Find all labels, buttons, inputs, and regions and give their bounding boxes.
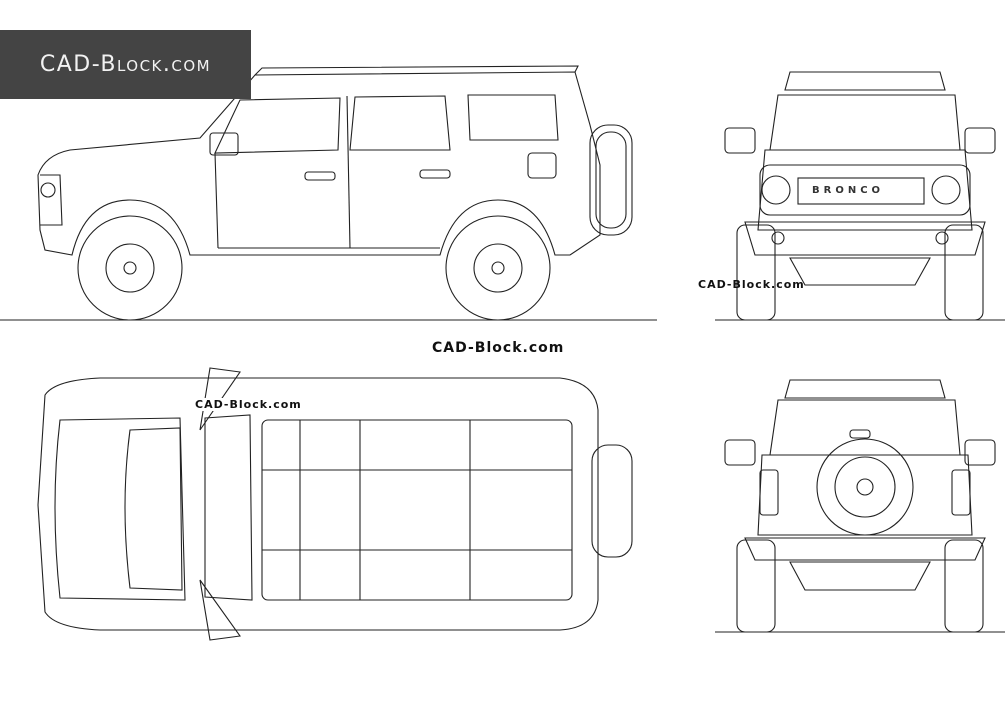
side-body — [37, 71, 601, 256]
front-window — [214, 97, 341, 154]
rear-wheel — [445, 215, 551, 321]
front-view — [715, 71, 1005, 321]
hood — [54, 417, 186, 601]
windshield-top — [204, 414, 253, 601]
grille — [759, 164, 971, 216]
top-view — [37, 367, 633, 641]
rear-tire-right — [944, 539, 984, 633]
rear-window — [467, 94, 559, 141]
mirror-right — [964, 127, 996, 154]
front-bumper — [744, 221, 986, 256]
side-mirror — [209, 132, 239, 156]
front-tire-left — [736, 224, 776, 321]
brand-banner: CAD-Block.com — [0, 30, 251, 99]
front-wheel — [77, 215, 183, 321]
spare-tire — [589, 124, 633, 236]
top-body — [37, 377, 599, 631]
roof — [261, 419, 573, 601]
front-tire-right — [944, 224, 984, 321]
watermark-center: CAD-Block.com — [432, 340, 565, 356]
headlight-right — [931, 175, 961, 205]
watermark-front: CAD-Block.com — [698, 278, 805, 291]
watermark-top: CAD-Block.com — [195, 398, 302, 411]
rear-spare-tire — [816, 438, 914, 536]
taillight-left — [759, 469, 779, 516]
rear-view — [715, 379, 1005, 633]
rear-tire-left — [736, 539, 776, 633]
windshield — [769, 94, 961, 151]
rear-door-window — [349, 95, 451, 151]
rear-bumper — [744, 537, 986, 561]
brand-banner-text: CAD-Block.com — [39, 52, 212, 77]
side-view — [0, 65, 657, 321]
spare-tire-top — [591, 444, 633, 558]
grille-logo: BRONCO — [812, 185, 885, 196]
tailgate — [757, 454, 973, 536]
rear-window-glass — [769, 399, 961, 456]
taillight-right — [951, 469, 971, 516]
mirror-top-right — [199, 579, 241, 641]
headlight-left — [761, 175, 791, 205]
mirror-left — [724, 127, 756, 154]
